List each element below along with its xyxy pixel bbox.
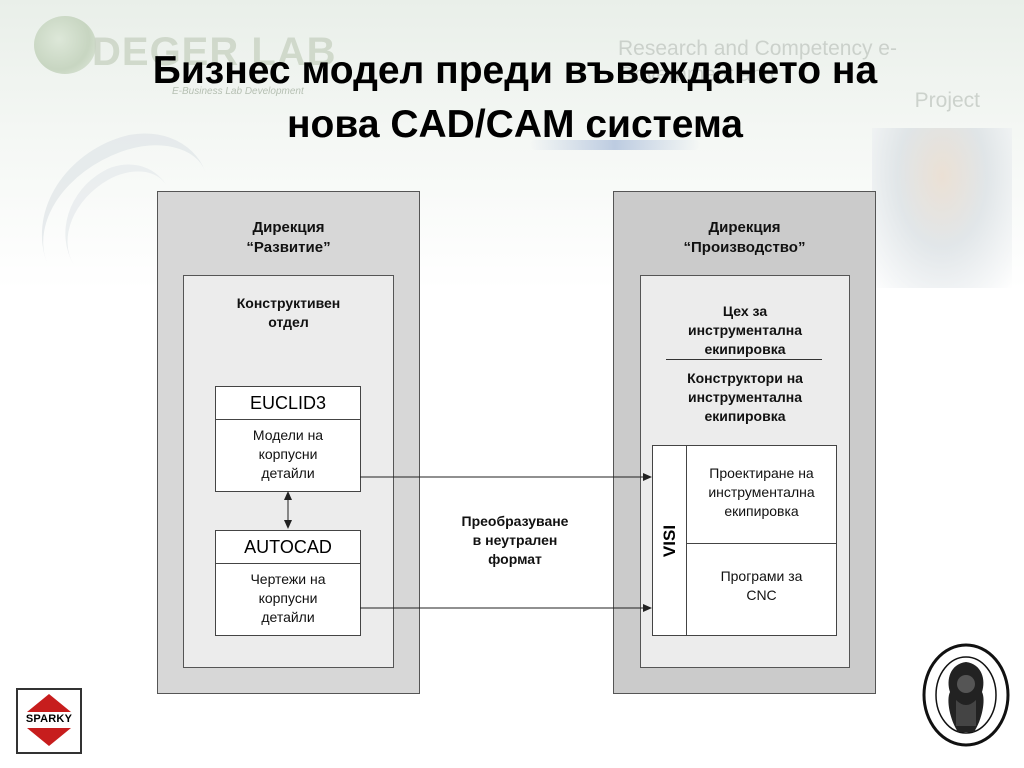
workshop-line-1: Цех за (722, 303, 768, 319)
autocad-line-2: корпусни (258, 590, 318, 606)
visi-design-line-1: Проектиране на (709, 465, 814, 481)
visi-cnc-line-1: Програми за (720, 568, 803, 584)
visi-design-line-2: инструментална (708, 484, 815, 500)
project-line-1: Research and Competency e-Government and (618, 37, 897, 86)
decorative-bar (530, 140, 700, 150)
autocad-line-1: Чертежи на (250, 571, 326, 587)
designers-line-2: инструментална (687, 389, 803, 405)
design-department-label: Конструктивен отдел (184, 294, 393, 332)
conversion-label: Преобразуване в неутрален формат (440, 512, 590, 569)
workshop-line-2: инструментална (687, 322, 803, 338)
euclid3-header: EUCLID3 (216, 387, 360, 420)
conversion-line-1: Преобразуване (461, 513, 569, 529)
development-title-line-2: “Развитие” (246, 239, 331, 256)
euclid3-box: EUCLID3 Модели на корпусни детайли (215, 386, 361, 492)
sparky-triangle-top-icon (27, 694, 71, 712)
visi-design-text: Проектиране на инструментална екипировка (687, 464, 836, 521)
sparky-logo: SPARKY (16, 688, 82, 754)
lab-globe-icon (34, 16, 96, 74)
visi-tab: VISI (653, 446, 687, 635)
conversion-line-2: в неутрален (472, 532, 558, 548)
lab-logo-subtitle: E-Business Lab Development (172, 86, 304, 97)
euclid3-line-1: Модели на (252, 427, 324, 443)
autocad-description: Чертежи на корпусни детайли (216, 564, 360, 627)
tooling-workshop-label: Цех за инструментална екипировка (641, 302, 849, 359)
design-department-line-2: отдел (268, 314, 309, 330)
conversion-line-3: формат (488, 551, 542, 567)
project-line-2: Project (914, 89, 980, 112)
workshop-divider-line (666, 359, 822, 360)
visi-cnc-line-2: CNC (746, 587, 777, 603)
background-photo (872, 128, 1012, 288)
autocad-box: AUTOCAD Чертежи на корпусни детайли (215, 530, 361, 636)
euclid3-line-2: корпусни (258, 446, 318, 462)
design-department-line-1: Конструктивен (236, 295, 341, 311)
workshop-line-3: екипировка (704, 341, 786, 357)
euclid3-description: Модели на корпусни детайли (216, 420, 360, 483)
visi-cnc-text: Програми за CNC (687, 567, 836, 605)
visi-separator (687, 543, 836, 544)
slide-title: Бизнес модел преди въвеждането на нова C… (60, 44, 970, 152)
project-watermark: Research and Competency e-Government and… (618, 36, 988, 114)
designers-line-3: екипировка (704, 408, 786, 424)
university-seal-icon (922, 643, 1010, 747)
designers-line-1: Конструктори на (687, 370, 803, 386)
euclid3-line-3: детайли (261, 465, 315, 481)
development-title: Дирекция “Развитие” (158, 218, 419, 258)
production-title-line-1: Дирекция (708, 219, 781, 236)
development-title-line-1: Дирекция (252, 219, 325, 236)
slide-title-line-1: Бизнес модел преди въвеждането на (152, 49, 878, 92)
visi-box: VISI Проектиране на инструментална екипи… (652, 445, 837, 636)
slide-title-line-2: нова CAD/CAM система (286, 103, 743, 146)
sparky-triangle-bottom-icon (27, 728, 71, 746)
autocad-line-3: детайли (261, 609, 315, 625)
sparky-logo-text: SPARKY (25, 713, 73, 725)
visi-design-line-3: екипировка (724, 503, 799, 519)
tooling-designers-label: Конструктори на инструментална екипировк… (641, 369, 849, 426)
production-title-line-2: “Производство” (683, 239, 806, 256)
lab-logo-text: DEGER LAB (92, 30, 337, 74)
autocad-header: AUTOCAD (216, 531, 360, 564)
production-title: Дирекция “Производство” (614, 218, 875, 258)
